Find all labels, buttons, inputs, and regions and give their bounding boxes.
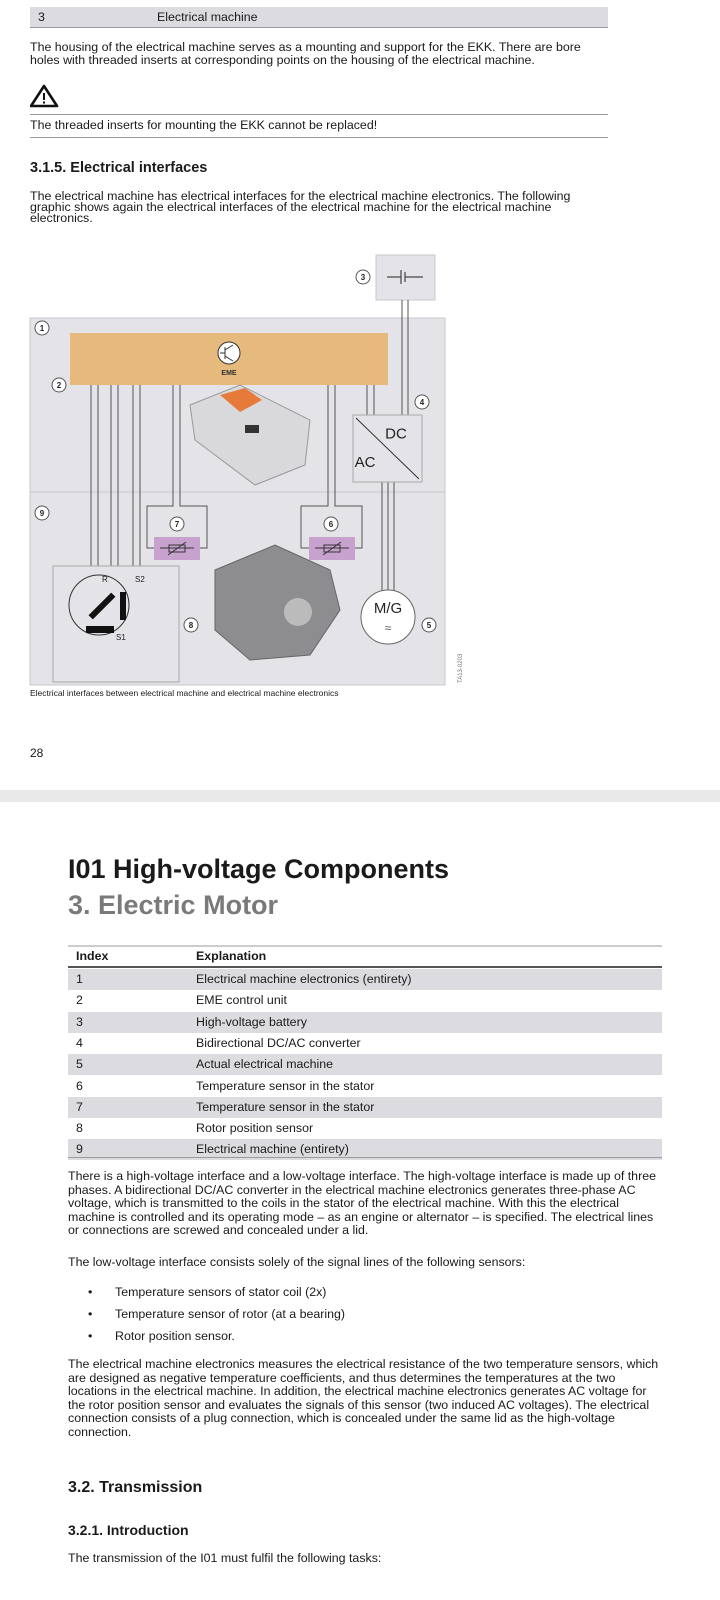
page-number: 28: [30, 746, 44, 760]
row-explanation: Rotor position sensor: [196, 1121, 314, 1136]
table-header: Index Explanation: [68, 946, 662, 968]
table-row: 7 Temperature sensor in the stator: [68, 1096, 662, 1118]
row-index: 7: [76, 1099, 83, 1114]
table-row: 1 Electrical machine electronics (entiret…: [68, 969, 662, 990]
dc-label: DC: [385, 425, 407, 442]
resolver-symbol: [68, 574, 130, 636]
row-label: Electrical machine: [157, 10, 258, 24]
section-heading: 3.2. Transmission: [68, 1479, 203, 1496]
row-explanation: High-voltage battery: [196, 1014, 307, 1029]
callouts: 1 2 3 4 5 6 7 8 9: [34, 269, 437, 633]
section-heading: 3.1.5. Electrical interfaces: [30, 160, 208, 176]
divider: [30, 114, 608, 115]
svg-text:S1: S1: [116, 633, 126, 642]
figure-code: TA13-0203: [458, 653, 464, 683]
table-row: 2 EME control unit: [68, 990, 662, 1011]
chapter-title: I01 High-voltage Components: [68, 854, 450, 884]
row-index: 9: [76, 1142, 83, 1157]
paragraph: There is a high-voltage interface and a …: [68, 1169, 656, 1237]
eme-label: EME: [221, 370, 237, 377]
rotor-position-sensor-box: [52, 565, 180, 683]
transistor-icon: [217, 341, 241, 365]
paragraph: The low-voltage interface consists solel…: [68, 1255, 526, 1269]
divider: [68, 1157, 662, 1158]
subsection-heading: 3.2.1. Introduction: [68, 1522, 189, 1538]
row-index: 1: [76, 972, 83, 986]
table-row: 8 Rotor position sensor: [68, 1118, 662, 1139]
warning-text: The threaded inserts for mounting the EK…: [30, 118, 378, 132]
list-item: Temperature sensor of rotor (at a bearin…: [115, 1307, 346, 1321]
chapter-subtitle: 3. Electric Motor: [68, 890, 279, 920]
divider: [68, 945, 662, 947]
svg-text:6: 6: [329, 520, 334, 529]
row-index: 6: [76, 1078, 83, 1093]
svg-text:8: 8: [189, 621, 194, 630]
table-row: 3 High-voltage battery: [68, 1011, 662, 1033]
paragraph: The electrical machine has electrical in…: [30, 189, 571, 225]
battery-icon: [387, 270, 423, 284]
row-explanation: Electrical machine (entirety): [196, 1142, 349, 1157]
divider: [30, 137, 608, 138]
svg-text:4: 4: [420, 398, 425, 407]
wires: [90, 300, 409, 592]
page-28: 3 Electrical machine The housing of the …: [0, 0, 720, 790]
warning-icon: [30, 84, 59, 108]
table-row: 5 Actual electrical machine: [68, 1054, 662, 1076]
row-explanation: Temperature sensor in the stator: [196, 1099, 375, 1114]
svg-text:S2: S2: [135, 575, 145, 584]
page-29: I01 High-voltage Components 3. Electric …: [0, 802, 720, 1600]
row-index: 2: [76, 993, 83, 1008]
paragraph: The housing of the electrical machine se…: [30, 40, 581, 67]
table-row: 4 Bidirectional DC/AC converter: [68, 1033, 662, 1054]
motor-image: [214, 544, 341, 661]
svg-text:5: 5: [427, 621, 432, 630]
bullet: •: [88, 1329, 93, 1343]
table-row: 3 Electrical machine: [30, 7, 608, 28]
ac-label: AC: [355, 454, 376, 471]
row-index: 8: [76, 1121, 83, 1136]
list-item: Temperature sensors of stator coil (2x): [115, 1285, 327, 1299]
mg-label: M/G: [374, 600, 402, 617]
row-explanation: Actual electrical machine: [196, 1057, 334, 1072]
figure-caption: Electrical interfaces between electrical…: [30, 688, 339, 698]
table-row: 6 Temperature sensor in the stator: [68, 1076, 662, 1097]
list-item: Rotor position sensor.: [115, 1329, 235, 1343]
row-index: 3: [76, 1014, 83, 1029]
row-explanation: EME control unit: [196, 993, 287, 1008]
svg-text:3: 3: [361, 273, 366, 282]
row-explanation: Electrical machine electronics (entirety…: [196, 972, 412, 986]
svg-text:1: 1: [40, 324, 45, 333]
row-index: 3: [38, 10, 45, 24]
svg-text:9: 9: [40, 509, 45, 518]
svg-text:R: R: [102, 575, 108, 584]
row-index: 5: [76, 1057, 83, 1072]
bullet: •: [88, 1285, 93, 1299]
bullet: •: [88, 1307, 93, 1321]
electrical-interfaces-diagram: EME DC AC M/G ≈ R S2 S1 1 2 3 4 5 6: [29, 254, 464, 686]
eme-unit-image: [189, 384, 311, 486]
paragraph: The electrical machine electronics measu…: [68, 1357, 659, 1439]
row-index: 4: [76, 1035, 83, 1050]
paragraph: The transmission of the I01 must fulfil …: [68, 1551, 382, 1565]
motor-generator-symbol: [360, 589, 416, 645]
row-explanation: Bidirectional DC/AC converter: [196, 1035, 361, 1050]
svg-text:≈: ≈: [385, 621, 392, 635]
svg-text:7: 7: [175, 520, 180, 529]
row-explanation: Temperature sensor in the stator: [196, 1078, 375, 1093]
table-row: 9 Electrical machine (entirety): [68, 1139, 662, 1161]
svg-text:2: 2: [57, 381, 62, 390]
